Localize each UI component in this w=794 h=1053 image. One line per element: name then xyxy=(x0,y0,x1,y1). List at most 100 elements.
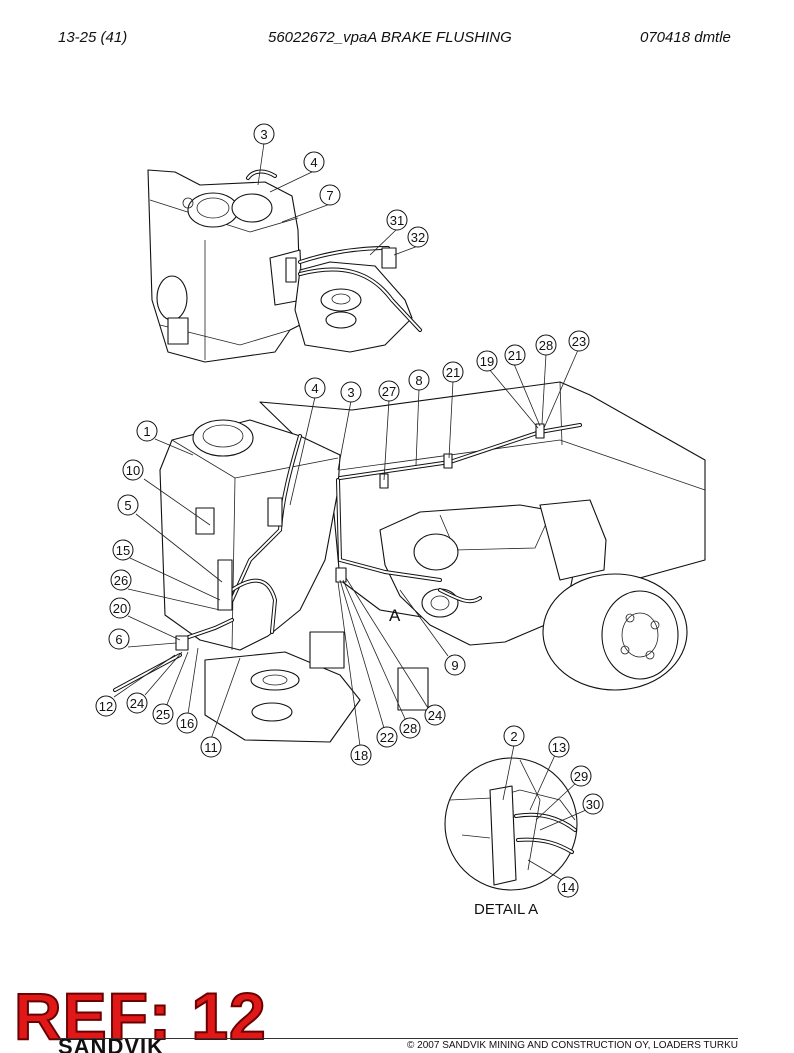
callout-circle xyxy=(386,209,408,231)
callout-10: 10 xyxy=(122,459,144,481)
callout-4: 4 xyxy=(303,151,325,173)
callout-29: 29 xyxy=(570,765,592,787)
callout-9: 9 xyxy=(444,654,466,676)
callout-circle xyxy=(95,695,117,717)
callout-3: 3 xyxy=(340,381,362,403)
callout-number: 29 xyxy=(574,769,588,784)
callout-5: 5 xyxy=(117,494,139,516)
callout-circle xyxy=(253,123,275,145)
callout-number: 20 xyxy=(113,601,127,616)
callout-22: 22 xyxy=(376,726,398,748)
callout-19: 19 xyxy=(476,350,498,372)
callout-circle xyxy=(424,704,446,726)
callout-26: 26 xyxy=(110,569,132,591)
callout-32: 32 xyxy=(407,226,429,248)
leader-lines xyxy=(113,142,587,881)
callout-24: 24 xyxy=(424,704,446,726)
detail-a-view xyxy=(444,757,578,891)
footer-divider xyxy=(56,1038,738,1039)
callout-circle xyxy=(136,420,158,442)
callout-number: 3 xyxy=(347,385,354,400)
callout-number: 9 xyxy=(451,658,458,673)
callout-21: 21 xyxy=(442,361,464,383)
callout-number: 23 xyxy=(572,334,586,349)
document-code: 070418 dmtle xyxy=(640,29,731,46)
callout-number: 28 xyxy=(403,721,417,736)
callout-number: 21 xyxy=(508,348,522,363)
callout-circle xyxy=(442,361,464,383)
callout-circle xyxy=(407,226,429,248)
callout-number: 5 xyxy=(124,498,131,513)
callout-27: 27 xyxy=(378,380,400,402)
callout-number: 32 xyxy=(411,230,425,245)
callout-number: 2 xyxy=(510,729,517,744)
callout-31: 31 xyxy=(386,209,408,231)
callout-number: 8 xyxy=(415,373,422,388)
callout-14: 14 xyxy=(557,876,579,898)
callout-circle xyxy=(548,736,570,758)
callout-circle xyxy=(570,765,592,787)
callout-circle xyxy=(117,494,139,516)
callout-number: 19 xyxy=(480,354,494,369)
callout-circle xyxy=(568,330,590,352)
callout-12: 12 xyxy=(95,695,117,717)
callout-circle xyxy=(112,539,134,561)
callout-number: 4 xyxy=(311,381,318,396)
callout-circle xyxy=(503,725,525,747)
callout-7: 7 xyxy=(319,184,341,206)
callout-number: 25 xyxy=(156,707,170,722)
callout-number: 26 xyxy=(114,573,128,588)
main-assembly xyxy=(113,381,706,743)
callout-circle xyxy=(350,744,372,766)
sandvik-logo: SANDVIK xyxy=(58,1036,165,1053)
callout-15: 15 xyxy=(112,539,134,561)
callout-circle xyxy=(376,726,398,748)
callout-number: 18 xyxy=(354,748,368,763)
callout-25: 25 xyxy=(152,703,174,725)
callout-circle xyxy=(152,703,174,725)
callout-11: 11 xyxy=(200,736,222,758)
callout-number: 12 xyxy=(99,699,113,714)
callout-number: 30 xyxy=(586,797,600,812)
callout-number: 3 xyxy=(260,127,267,142)
callout-number: 1 xyxy=(143,424,150,439)
callout-6: 6 xyxy=(108,628,130,650)
callout-circle xyxy=(303,151,325,173)
callout-30: 30 xyxy=(582,793,604,815)
callout-24: 24 xyxy=(126,692,148,714)
callout-number: 13 xyxy=(552,740,566,755)
callout-number: 24 xyxy=(130,696,144,711)
callout-circle xyxy=(476,350,498,372)
callout-circle xyxy=(319,184,341,206)
callout-4: 4 xyxy=(304,377,326,399)
callout-3: 3 xyxy=(253,123,275,145)
callout-circle xyxy=(444,654,466,676)
callout-28: 28 xyxy=(535,334,557,356)
callout-number: 24 xyxy=(428,708,442,723)
callout-16: 16 xyxy=(176,712,198,734)
callout-number: 27 xyxy=(382,384,396,399)
callout-circle xyxy=(378,380,400,402)
callout-1: 1 xyxy=(136,420,158,442)
callout-23: 23 xyxy=(568,330,590,352)
callout-circle xyxy=(340,381,362,403)
callout-number: 11 xyxy=(204,740,218,755)
callout-number: 21 xyxy=(446,365,460,380)
callout-number: 31 xyxy=(390,213,404,228)
document-title: 56022672_vpaA BRAKE FLUSHING xyxy=(268,29,512,46)
callout-8: 8 xyxy=(408,369,430,391)
callout-circle xyxy=(408,369,430,391)
callout-number: 16 xyxy=(180,716,194,731)
callout-circle xyxy=(304,377,326,399)
callout-number: 15 xyxy=(116,543,130,558)
callout-circle xyxy=(535,334,557,356)
callout-13: 13 xyxy=(548,736,570,758)
callout-number: 6 xyxy=(115,632,122,647)
callout-21: 21 xyxy=(504,344,526,366)
detail-a-label: DETAIL A xyxy=(474,901,539,918)
callout-2: 2 xyxy=(503,725,525,747)
detail-a-marker: A xyxy=(389,606,401,625)
rear-frame-view xyxy=(147,169,422,363)
callout-number: 28 xyxy=(539,338,553,353)
